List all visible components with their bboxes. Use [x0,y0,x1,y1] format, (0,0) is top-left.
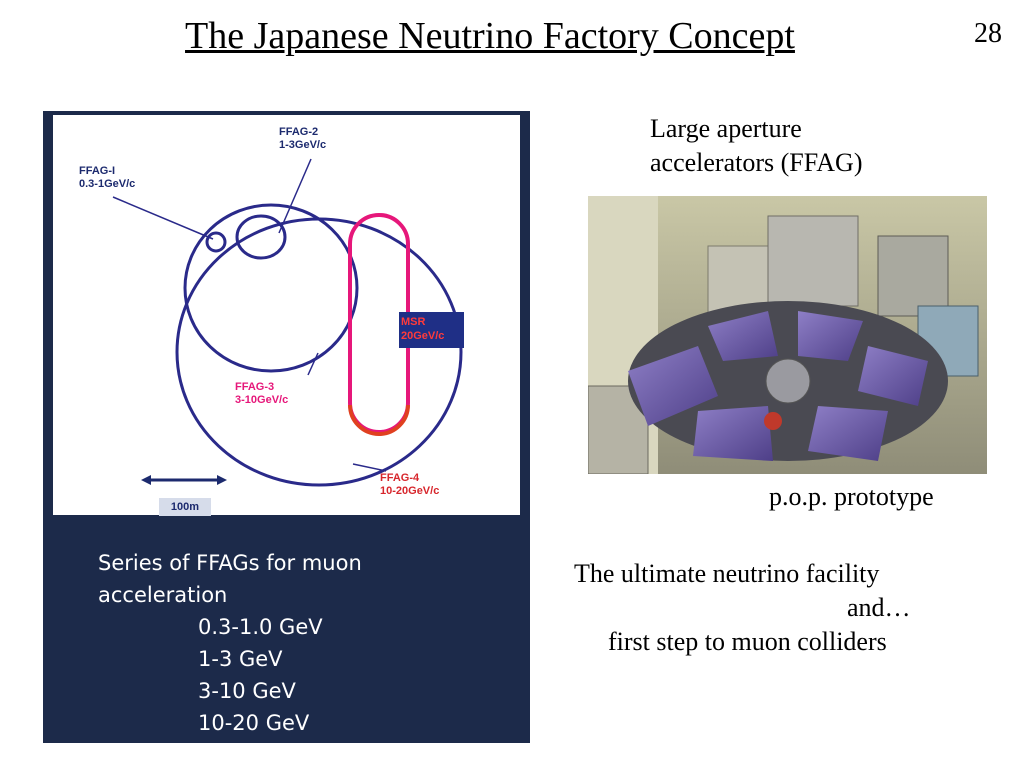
ffag-figure: FFAG-I 0.3-1GeV/c FFAG-2 1-3GeV/c FFAG-3… [43,111,530,743]
ffag-rings-drawing [112,158,463,487]
closing-text: The ultimate neutrino facility and… firs… [574,559,911,656]
series-energy: 1-3 GeV [198,647,283,671]
series-energy: 10-20 GeV [198,711,310,735]
ffag4-label: FFAG-4 10-20GeV/c [380,472,440,497]
msr-label: MSR 20GeV/c [399,312,464,348]
slide-title: The Japanese Neutrino Factory Concept [185,15,795,57]
photo-caption: p.o.p. prototype [769,482,934,511]
series-energy: 3-10 GeV [198,679,296,703]
scale-label: 100m [159,498,211,516]
ffag-caption: Large aperture accelerators (FFAG) [650,114,863,177]
ffag-series-list: Series of FFAGs for muon acceleration 0.… [98,547,362,739]
ffag3-ring [183,203,359,373]
ffag1-ring [205,231,227,253]
ffag2-ring [235,214,287,260]
series-energy: 0.3-1.0 GeV [198,615,323,639]
ffag-layout-diagram: FFAG-I 0.3-1GeV/c FFAG-2 1-3GeV/c FFAG-3… [53,115,520,516]
ffag4-ring [175,217,463,487]
series-heading-line1: Series of FFAGs for muon [98,551,362,575]
page-number: 28 [974,18,1002,49]
prototype-photo [588,196,987,474]
ffag3-label: FFAG-3 3-10GeV/c [235,381,289,406]
series-heading-line2: acceleration [98,583,228,607]
ffag1-label: FFAG-I 0.3-1GeV/c [79,165,136,190]
ffag2-label: FFAG-2 1-3GeV/c [279,126,327,151]
